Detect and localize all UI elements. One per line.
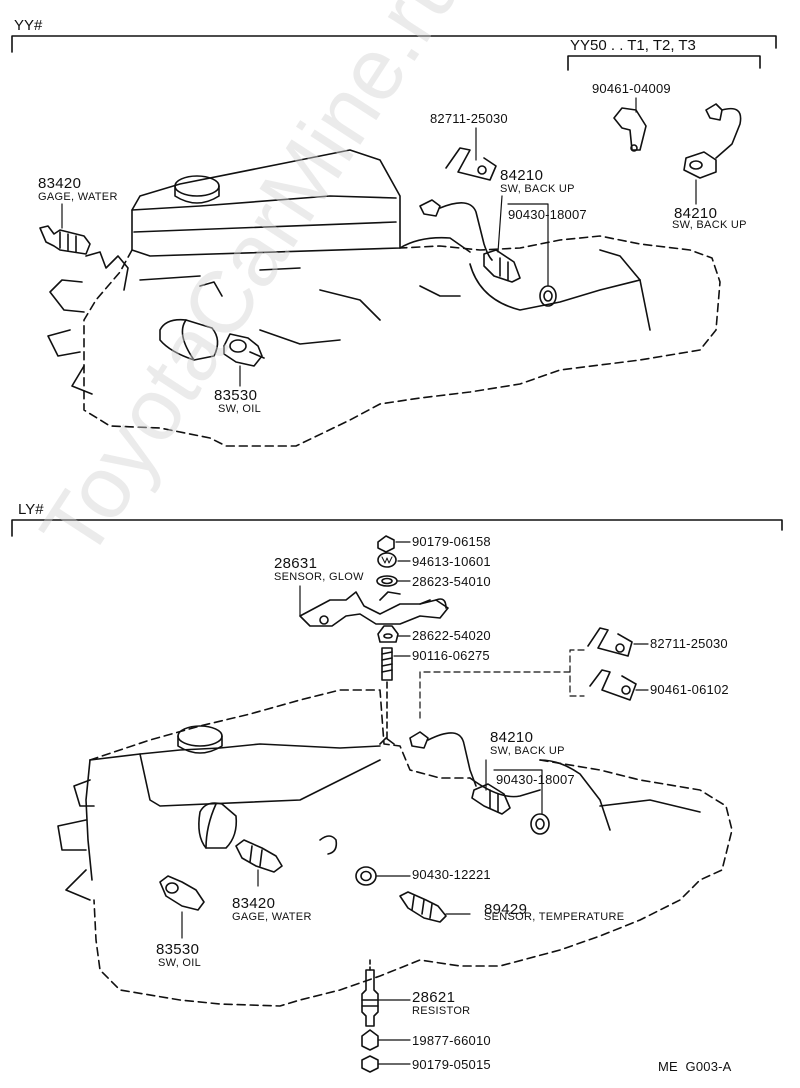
ly-washer-28623	[376, 575, 398, 587]
yy-backup-switch-part	[419, 199, 521, 283]
ly-stud-90116	[379, 647, 395, 745]
ly-spacer-28622	[377, 625, 399, 643]
yy-clamp-90461	[613, 107, 647, 152]
section-title-ly: LY#	[18, 501, 44, 518]
ly-bracket-82711	[587, 627, 633, 657]
yy-part-83420-desc: GAGE, WATER	[38, 191, 118, 203]
yy-part-84210-desc: SW, BACK UP	[500, 183, 575, 195]
ly-part-90179-06158: 90179-06158	[412, 534, 491, 549]
ly-backup-switch-part	[409, 731, 511, 815]
section-title-yy: YY#	[14, 17, 43, 34]
ly-part-90461-06102: 90461-06102	[650, 682, 729, 697]
ly-nut-19877	[361, 1029, 379, 1051]
ly-washer-94613	[377, 552, 397, 568]
ly-part-84210-number: 84210	[490, 729, 534, 746]
ly-temp-sensor-part	[399, 891, 447, 923]
ly-part-89429-desc: SENSOR, TEMPERATURE	[484, 911, 625, 923]
yy-variant-backup-switch	[683, 103, 742, 179]
ly-part-90430-12221: 90430-12221	[412, 867, 491, 882]
yy-bracket-82711	[445, 147, 497, 181]
ly-part-83530-desc: SW, OIL	[158, 957, 202, 969]
ly-part-28621-desc: RESISTOR	[412, 1005, 471, 1017]
yy-washer-part	[539, 285, 557, 307]
yy-oil-switch-part	[223, 333, 265, 367]
ly-part-28631-number: 28631	[274, 555, 318, 572]
section-frame-ly	[11, 519, 783, 537]
ly-part-19877-66010: 19877-66010	[412, 1033, 491, 1048]
ly-water-gage-part	[235, 839, 283, 873]
ly-glow-sensor-bracket	[299, 591, 449, 627]
yy-water-gage-part	[39, 225, 91, 255]
ly-part-90116-06275: 90116-06275	[412, 648, 490, 663]
ly-part-84210-desc: SW, BACK UP	[490, 745, 565, 757]
ly-part-28623-54010: 28623-54010	[412, 574, 491, 589]
yy-part-90430-18007: 90430-18007	[508, 207, 587, 222]
ly-clamp-90461	[589, 669, 637, 701]
variant-label-yy50: YY50 . . T1, T2, T3	[570, 37, 696, 54]
yy-part-83530-desc: SW, OIL	[218, 403, 262, 415]
yy-part-84210-number: 84210	[500, 167, 544, 184]
ly-part-82711-25030: 82711-25030	[650, 636, 728, 651]
yy-part-82711-25030: 82711-25030	[430, 111, 508, 126]
yy-variant-part-84210-desc: SW, BACK UP	[672, 219, 747, 231]
ly-part-89429-number: 89429	[484, 901, 528, 918]
diagram-code: ME G003-A	[658, 1059, 732, 1074]
yy-variant-part-84210-number: 84210	[674, 205, 718, 222]
ly-washer-90430-12221	[355, 866, 377, 886]
section-frame-yy	[11, 35, 777, 71]
yy-engine-block	[47, 149, 721, 447]
yy-leader-lines	[61, 97, 697, 387]
ly-part-28631-desc: SENSOR, GLOW	[274, 571, 364, 583]
ly-washer-90430-18007	[530, 813, 550, 835]
ly-part-94613-10601: 94613-10601	[412, 554, 491, 569]
yy-part-83530-number: 83530	[214, 387, 258, 404]
ly-part-28622-54020: 28622-54020	[412, 628, 491, 643]
ly-part-90179-05015: 90179-05015	[412, 1057, 491, 1072]
ly-bracket-dashed-brace	[419, 649, 585, 721]
ly-part-83420-desc: GAGE, WATER	[232, 911, 312, 923]
ly-nut-90179-06158	[377, 535, 395, 553]
ly-oil-switch-part	[159, 875, 205, 911]
ly-engine-block	[57, 689, 733, 1007]
ly-part-28621-number: 28621	[412, 989, 456, 1006]
ly-part-83530-number: 83530	[156, 941, 200, 958]
ly-resistor-part	[361, 959, 379, 1027]
ly-part-83420-number: 83420	[232, 895, 276, 912]
ly-nut-90179-05015	[361, 1055, 379, 1073]
yy-part-90461-04009: 90461-04009	[592, 81, 671, 96]
yy-part-83420-number: 83420	[38, 175, 82, 192]
ly-leader-lines	[181, 541, 649, 1065]
ly-part-90430-18007: 90430-18007	[496, 772, 575, 787]
